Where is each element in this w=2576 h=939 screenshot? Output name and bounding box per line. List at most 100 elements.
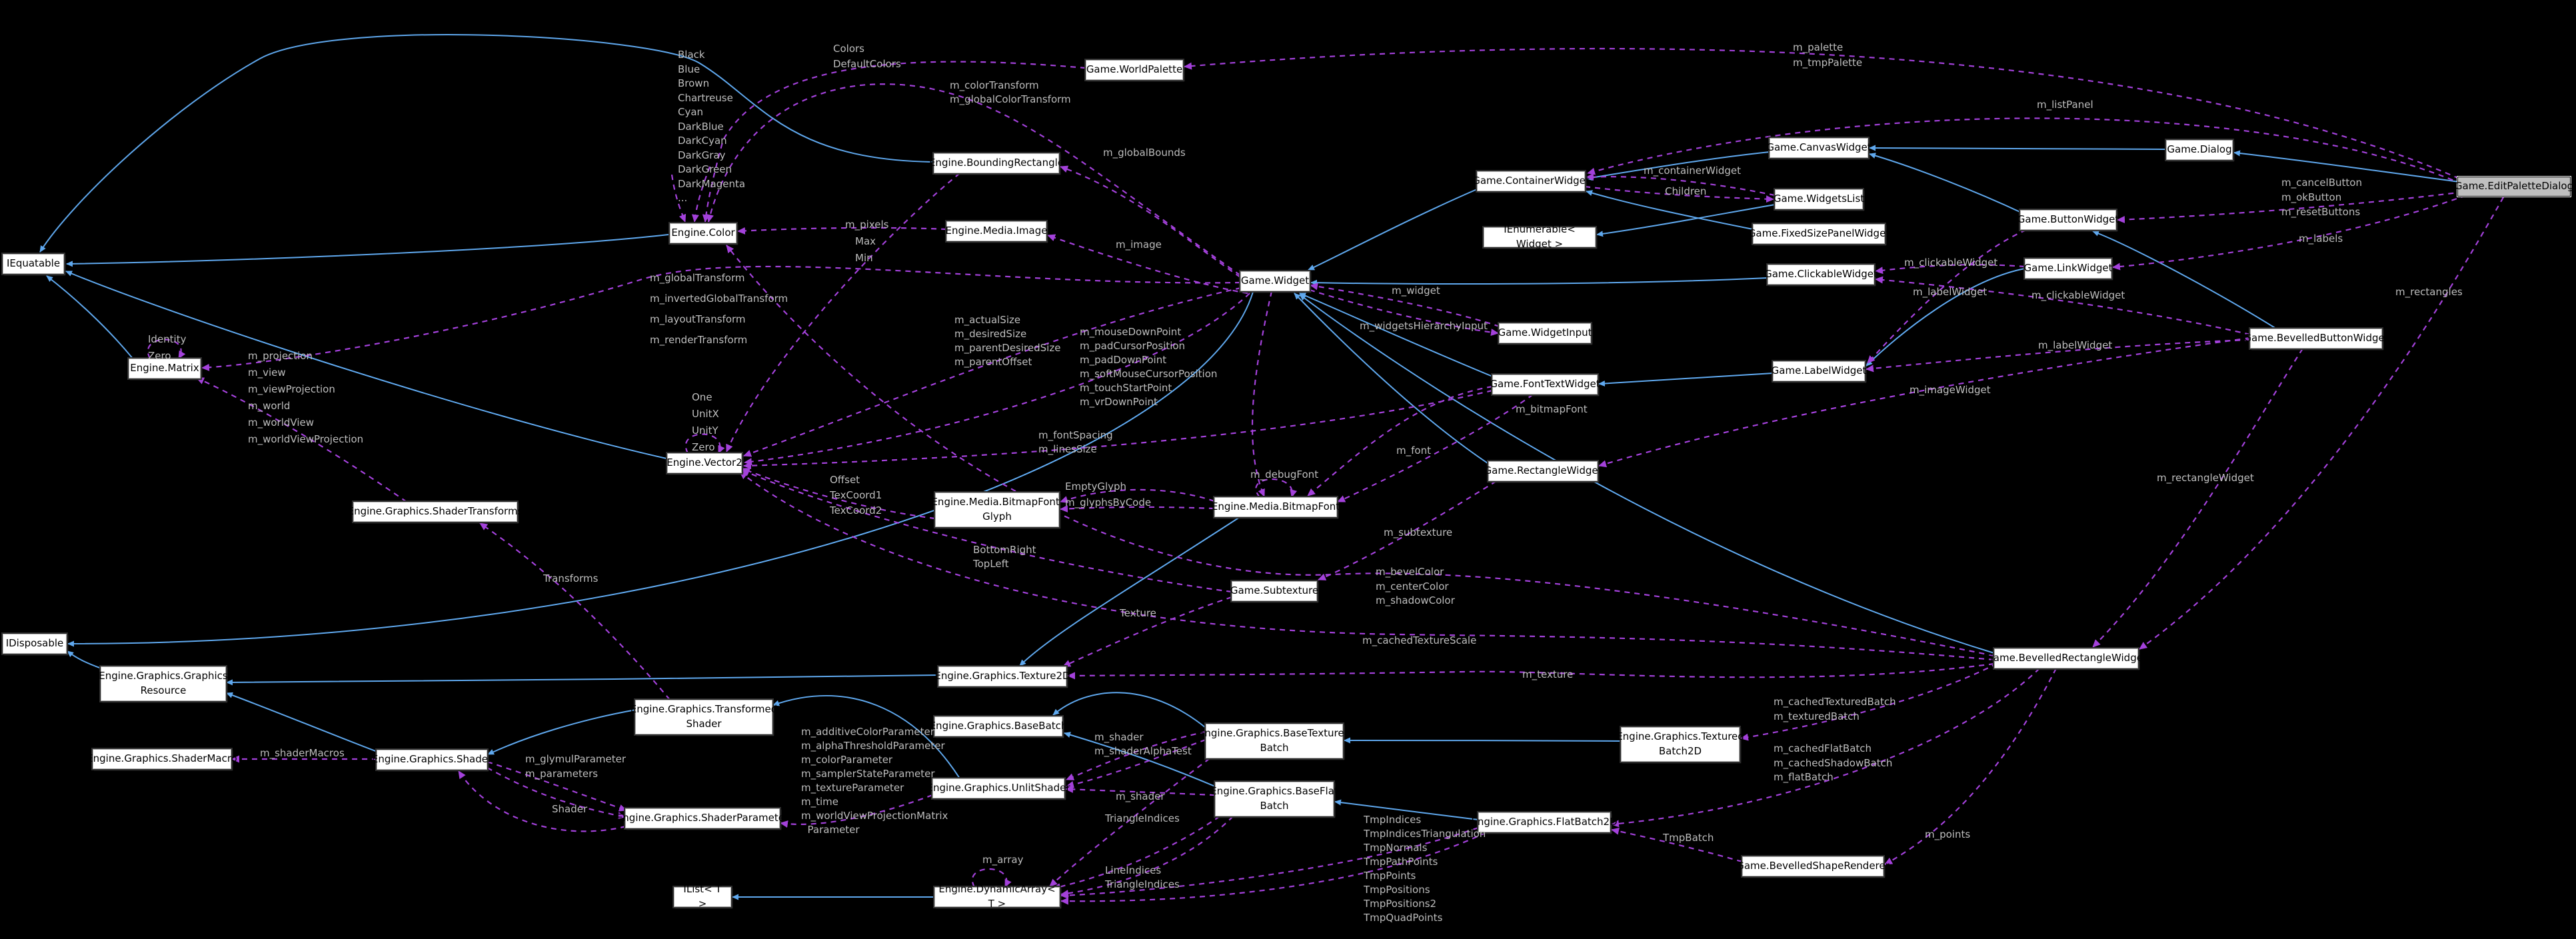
usage-edge [691,166,711,223]
usage-edge [1066,738,1206,788]
usage-edge [2139,197,2504,650]
class-node-ilist[interactable]: IList< T > [674,883,731,910]
inheritance-edge [1586,190,1754,230]
usage-edge [2117,191,2464,224]
usage-edge [196,377,407,502]
inheritance-edge [65,271,667,459]
class-node-unlitshader[interactable]: Engine.Graphics.UnlitShader [926,778,1070,798]
class-node-shader[interactable]: Engine.Graphics.Shader [372,750,492,770]
class-node-shadertransforms[interactable]: Engine.Graphics.ShaderTransforms [348,502,523,522]
usage-edge [1611,827,1743,863]
usage-edge [1875,264,2025,275]
class-node-canvaswidget[interactable]: Game.CanvasWidget [1766,138,1872,158]
edge-label-dialogbuttons: m_cancelButton m_okButton m_resetButtons [2281,177,2362,218]
class-node-linkwidget[interactable]: Game.LinkWidget [2024,259,2112,279]
class-node-rectanglewidget[interactable]: Game.RectangleWidget [1484,461,1602,481]
usage-edge [1611,668,2040,828]
class-node-transformedshader[interactable]: Engine.Graphics.Transformed Shader [631,700,777,734]
class-node-editpalette[interactable]: Game.EditPaletteDialog [2455,177,2573,197]
class-node-subtexture[interactable]: Game.Subtexture [1230,581,1318,601]
edge-label-debugfont: m_debugFont [1250,469,1319,480]
class-node-clickablewidget[interactable]: Game.ClickableWidget [1764,265,1878,285]
class-node-widgetinput[interactable]: Game.WidgetInput [1498,323,1592,343]
class-node-ienumerable[interactable]: IEnumerable< Widget > [1484,223,1596,250]
class-node-glyph[interactable]: Engine.Media.BitmapFont. Glyph [931,492,1063,527]
usage-edge [1066,730,1206,781]
edge-label-image: m_image [1116,239,1162,251]
class-node-shaperenderer[interactable]: Game.BevelledShapeRenderer [1736,856,1890,876]
class-node-matrix[interactable]: Engine.Matrix [129,359,201,379]
class-node-flatbatch2d[interactable]: Engine.Graphics.FlatBatch2D [1471,812,1618,832]
class-node-baseflatbatch[interactable]: Engine.Graphics.BaseFlat Batch [1210,782,1338,816]
edge-label-imagewidget: m_imageWidget [1910,384,1991,396]
edge-label-mlabels: m_labels [2299,233,2343,245]
inheritance-edge [1310,277,1768,286]
usage-edge [1598,337,2251,468]
usage-edge [1060,165,1241,278]
class-node-texturedbatch2d[interactable]: Engine.Graphics.Textured Batch2D [1616,727,1744,762]
class-node-buttonwidget[interactable]: Game.ButtonWidget [2017,210,2119,230]
edge-label-max: Max [855,235,876,247]
class-node-widgetslist[interactable]: Game.WidgetsList [1774,189,1864,209]
edge-label-marray: m_array [982,854,1024,866]
class-node-fonttextwidget[interactable]: Game.FontTextWidget [1490,375,1600,395]
class-node-labelwidget[interactable]: Game.LabelWidget [1772,361,1866,381]
class-node-shaderparameter[interactable]: Engine.Graphics.ShaderParameter [617,808,788,828]
edge-label-clickable1: m_clickableWidget [1904,257,1998,269]
edge-label-widget-points: m_mouseDownPoint m_padCursorPosition m_p… [1080,326,1218,408]
usage-edge [1587,117,2463,185]
usage-edge [1060,832,1487,905]
inheritance-edge [1869,153,2023,214]
edge-label-rectanglewidgetlabel: m_rectangleWidget [2157,472,2254,484]
class-node-shadermacro[interactable]: Engine.Graphics.ShaderMacro [87,749,237,769]
usage-edge [685,433,725,454]
edge-label-shaderparams: m_glymulParameter m_parameters [525,753,627,780]
edge-label-widget-colortransform: m_colorTransform m_globalColorTransform [950,79,1071,105]
edge-label-bitmapfontlabel: m_bitmapFont [1516,403,1588,415]
usage-edge [1318,480,1497,581]
edge-label-lineindices: LineIndices TriangleIndices [1105,864,1180,890]
usage-edge [780,794,933,828]
edge-label-mrectangles: m_rectangles [2395,286,2463,298]
edge-label-shadermacros: m_shaderMacros [260,747,345,759]
usage-edge [1867,229,2027,364]
class-node-fixedsizepanel[interactable]: Game.FixedSizePanelWidget [1748,224,1890,244]
class-node-dynamicarray[interactable]: Engine.DynamicArray< T > [934,883,1060,910]
usage-edge [1060,826,1479,899]
edge-label-subtexturelabel: m_subtexture [1384,526,1453,538]
class-node-mediaimage[interactable]: Engine.Media.Image [946,221,1048,241]
edge-label-pixels: m_pixels [845,219,889,231]
class-node-worldpalette[interactable]: Game.WorldPalette [1086,60,1183,80]
inheritance-edge [1299,294,1995,654]
usage-edge [1586,173,1776,197]
inheritance-edge [67,291,1254,647]
usage-edge [744,293,1250,466]
class-node-basetexturedbatch[interactable]: Engine.Graphics.BaseTextured Batch [1198,724,1350,758]
class-node-bitmapfont[interactable]: Engine.Media.BitmapFont [1212,497,1340,517]
inheritance-edge [2233,150,2460,183]
usage-edge [487,767,626,820]
edge-label-clickable2: m_clickableWidget [2031,289,2125,301]
class-node-graphicsresource[interactable]: Engine.Graphics.Graphics Resource [99,666,228,701]
class-node-bevelledbutton[interactable]: Game.BevelledButtonWidget [2243,329,2389,349]
class-node-containerwidget[interactable]: Game.ContainerWidget [1472,171,1590,191]
usage-edge [1067,662,1995,680]
inheritance-edge [1334,799,1479,820]
class-node-color[interactable]: Engine.Color [670,223,736,243]
class-node-basebatch[interactable]: Engine.Graphics.BaseBatch [930,716,1067,736]
class-node-widget[interactable]: Game.Widget [1240,271,1310,291]
class-node-bevelledrect[interactable]: Game.BevelledRectangleWidget [1985,648,2147,668]
edge-label-min: Min [855,252,873,264]
inheritance-edge [67,650,102,669]
class-node-boundingrectangle[interactable]: Engine.BoundingRectangle [929,153,1064,173]
usage-edge [1060,504,1215,512]
edge-label-widget-sizes: m_actualSize m_desiredSize m_parentDesir… [954,314,1061,368]
class-node-iequatable[interactable]: IEquatable [3,254,64,274]
edge-label-worldpalette-colors: Colors DefaultColors [833,43,901,70]
class-node-vector2[interactable]: Engine.Vector2 [666,453,742,473]
class-node-dialog[interactable]: Game.Dialog [2166,140,2233,160]
class-node-texture2d[interactable]: Engine.Graphics.Texture2D [934,666,1070,686]
edge-label-matrix-statics: Identity Zero [148,333,187,362]
class-node-idisposable[interactable]: IDisposable [3,634,67,654]
